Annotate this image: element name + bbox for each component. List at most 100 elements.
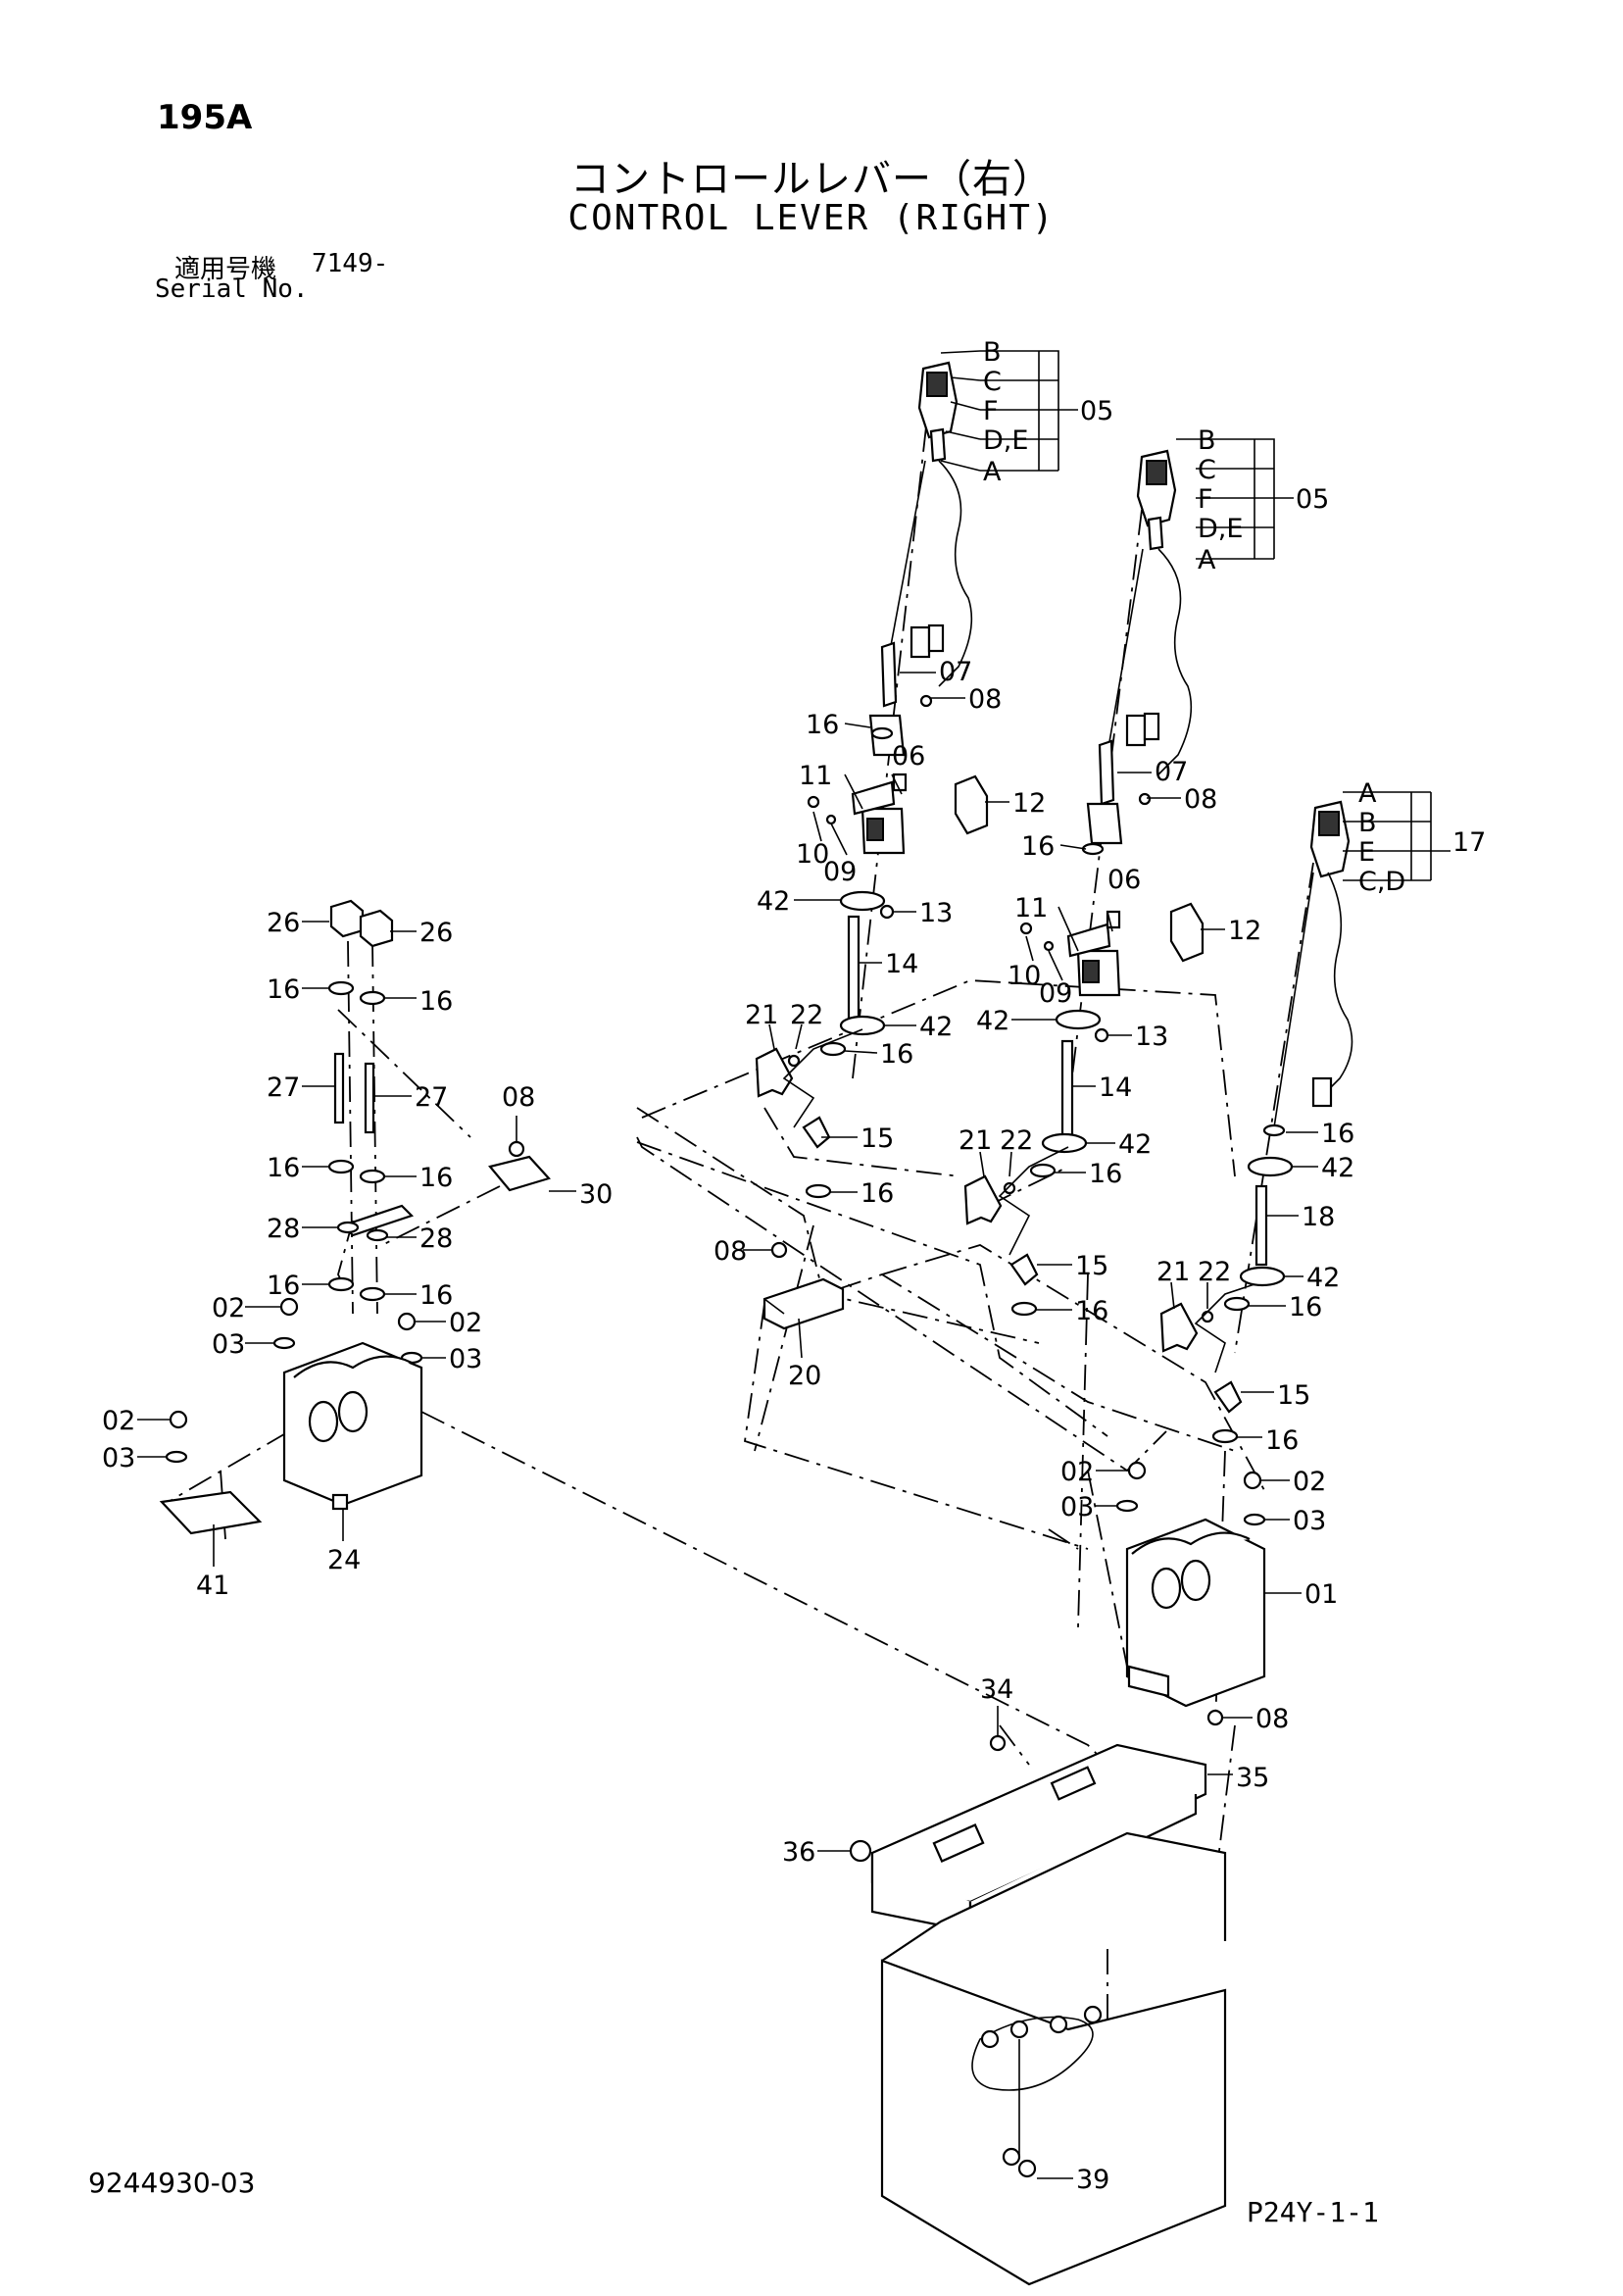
part-label: 16 <box>1021 831 1055 862</box>
part-label: 16 <box>419 1163 453 1193</box>
part-label: 01 <box>1304 1579 1338 1610</box>
part-label: 11 <box>1014 893 1048 923</box>
serial-number-value: 7149- <box>312 249 389 278</box>
callout-label: B <box>1358 808 1377 838</box>
part-label: 14 <box>885 949 918 979</box>
part-label: 02 <box>1060 1457 1094 1487</box>
part-label: 16 <box>1089 1159 1122 1189</box>
seat-stand-base <box>880 1831 1227 2286</box>
callout-label: B <box>1198 425 1216 456</box>
part-label: 08 <box>968 684 1002 715</box>
serial-label-english: Serial No. <box>155 275 309 304</box>
callout-label: 17 <box>1452 827 1486 858</box>
title-english: CONTROL LEVER (RIGHT) <box>567 198 1056 238</box>
part-label: 16 <box>267 1271 300 1301</box>
sheet-number: P24Y-1-1 <box>1247 2196 1379 2228</box>
drawing-number: 9244930-03 <box>88 2167 256 2199</box>
part-label: 28 <box>419 1223 453 1254</box>
part-label: 16 <box>267 974 300 1005</box>
callout-label: C <box>1198 455 1216 485</box>
part-label: 42 <box>1306 1263 1340 1293</box>
part-label: 35 <box>1236 1763 1269 1793</box>
callouts-grip-1: B C F D,E A 05 <box>940 337 1113 487</box>
bracket-20 <box>762 1241 845 1330</box>
part-label: 03 <box>1060 1492 1094 1522</box>
callout-label: D,E <box>983 425 1028 456</box>
part-label: 16 <box>1075 1296 1108 1326</box>
callout-label: B <box>983 337 1002 368</box>
part-label: 42 <box>757 886 790 917</box>
page-number: 195A <box>157 98 253 137</box>
callout-label: E <box>1358 837 1375 868</box>
callout-label: A <box>1358 778 1377 809</box>
title-japanese: コントロールレバー（右） <box>570 157 1053 202</box>
part-label: 15 <box>861 1123 894 1154</box>
part-label: 07 <box>939 657 972 687</box>
part-label: 09 <box>823 857 857 887</box>
callout-label: F <box>1198 484 1213 515</box>
part-label: 02 <box>1293 1467 1326 1497</box>
part-label: 39 <box>1076 2165 1109 2195</box>
part-label: 36 <box>782 1837 815 1868</box>
part-label: 15 <box>1277 1380 1310 1411</box>
part-label: 02 <box>212 1293 245 1323</box>
part-label: 16 <box>267 1153 300 1183</box>
callouts-grip-2: B C F D,E A 05 <box>1176 425 1329 575</box>
part-label: 16 <box>880 1039 913 1070</box>
part-number-labels: 07 08 16 06 11 12 10 09 42 13 14 21 22 4… <box>102 657 1354 2195</box>
part-label: 08 <box>1184 784 1217 815</box>
part-label: 10 <box>1008 961 1041 991</box>
part-label: 03 <box>212 1329 245 1360</box>
serial-label-japanese: 適用号機 <box>174 255 277 284</box>
part-label: 03 <box>102 1443 135 1473</box>
part-label: 41 <box>196 1571 229 1601</box>
part-label: 42 <box>919 1012 953 1042</box>
part-label: 18 <box>1302 1202 1335 1232</box>
part-label: 16 <box>419 1280 453 1311</box>
part-label: 08 <box>1255 1704 1289 1734</box>
part-label: 06 <box>1107 865 1141 895</box>
part-label: 42 <box>1118 1129 1152 1160</box>
grip-assembly-3 <box>1159 800 1353 1444</box>
part-label: 42 <box>976 1006 1009 1036</box>
part-label: 15 <box>1075 1251 1108 1281</box>
part-label: 16 <box>806 710 839 740</box>
part-label: 21 <box>745 1000 778 1030</box>
callout-label: F <box>983 396 999 426</box>
part-label: 20 <box>788 1361 821 1391</box>
part-label: 26 <box>267 908 300 938</box>
part-label: 24 <box>327 1545 361 1575</box>
part-label: 16 <box>1289 1292 1322 1323</box>
grip-assembly-2 <box>963 449 1205 1317</box>
part-label: 11 <box>799 761 832 791</box>
part-label: 07 <box>1155 757 1188 787</box>
callout-label: 05 <box>1080 396 1113 426</box>
callout-label: A <box>983 457 1002 487</box>
part-label: 21 <box>959 1125 992 1156</box>
left-valve-assembly <box>159 899 551 1535</box>
part-label: 16 <box>419 986 453 1017</box>
part-label: 26 <box>419 918 453 948</box>
part-label: 42 <box>1321 1153 1354 1183</box>
part-label: 12 <box>1012 788 1046 819</box>
part-label: 28 <box>267 1214 300 1244</box>
part-label: 08 <box>713 1236 747 1267</box>
part-label: 03 <box>1293 1506 1326 1536</box>
part-label: 34 <box>980 1674 1013 1705</box>
callout-label: A <box>1198 545 1216 575</box>
part-label: 27 <box>267 1073 300 1103</box>
part-label: 30 <box>579 1179 613 1210</box>
part-label: 13 <box>919 898 953 928</box>
part-label: 06 <box>892 741 925 772</box>
part-label: 12 <box>1228 916 1261 946</box>
part-label: 22 <box>1198 1257 1231 1287</box>
part-label: 08 <box>502 1082 535 1113</box>
callout-label: C,D <box>1358 867 1405 897</box>
part-label: 10 <box>796 839 829 870</box>
part-label: 13 <box>1135 1022 1168 1052</box>
part-label: 02 <box>102 1406 135 1436</box>
part-label: 27 <box>415 1082 448 1113</box>
part-label: 14 <box>1099 1073 1132 1103</box>
part-label: 03 <box>449 1344 482 1374</box>
